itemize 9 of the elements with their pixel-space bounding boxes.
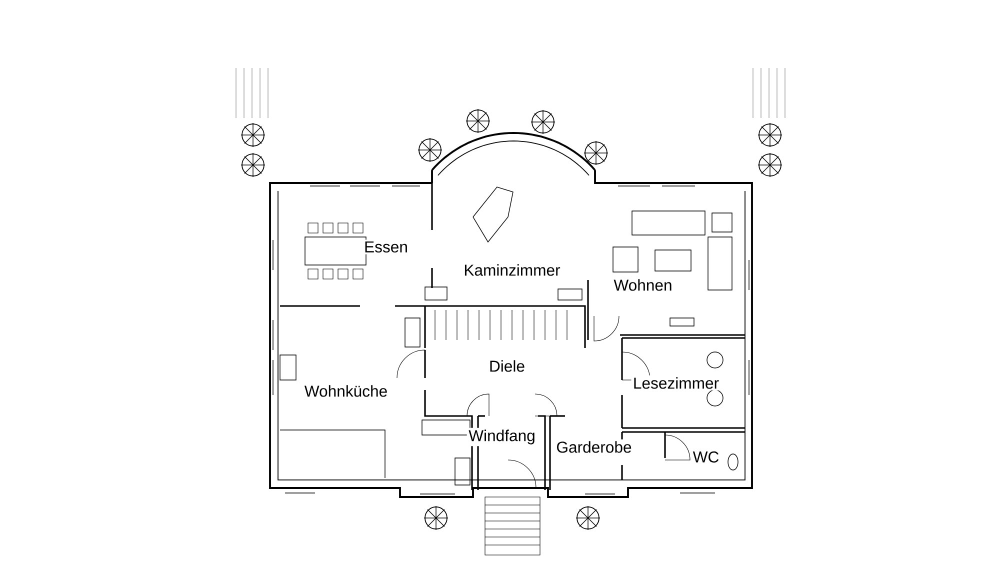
room-label: Essen	[362, 240, 410, 254]
room-label: Wohnen	[612, 277, 674, 293]
room-label: Windfang	[466, 428, 538, 446]
room-label: Garderobe	[554, 439, 634, 455]
room-label: WC	[691, 450, 721, 464]
room-label: Lesezimmer	[631, 375, 721, 391]
room-label: Wohnküche	[302, 383, 390, 399]
room-label: Diele	[487, 358, 527, 374]
room-label: Kaminzimmer	[462, 262, 562, 278]
